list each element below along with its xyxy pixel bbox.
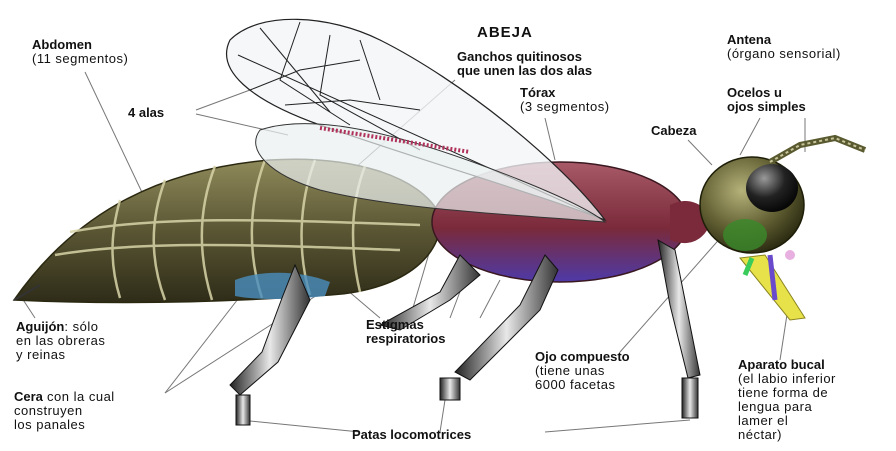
- head-shape: [700, 157, 805, 320]
- label-ocelos-line1: Ocelos u: [727, 86, 806, 100]
- label-ocelos-line2: ojos simples: [727, 100, 806, 114]
- label-ojo-detail2: 6000 facetas: [535, 378, 630, 392]
- label-torax: Tórax (3 segmentos): [520, 86, 610, 114]
- label-cera-detail2: construyen: [14, 404, 115, 418]
- label-ganchos: Ganchos quitinosos que unen las dos alas: [457, 50, 592, 78]
- label-cera: Cera con la cual construyen los panales: [14, 390, 115, 432]
- label-aguijon-detail3: y reinas: [16, 348, 105, 362]
- label-ojo-name: Ojo compuesto: [535, 350, 630, 364]
- label-estigmas-line1: Estigmas: [366, 318, 445, 332]
- label-abdomen-name: Abdomen: [32, 38, 128, 52]
- label-aparato-detail2: tiene forma de: [738, 386, 836, 400]
- label-aparato-name: Aparato bucal: [738, 358, 836, 372]
- label-cera-detail3: los panales: [14, 418, 115, 432]
- label-abdomen: Abdomen (11 segmentos): [32, 38, 128, 66]
- label-aparato-detail3: lengua para: [738, 400, 836, 414]
- label-aparato-detail4: lamer el: [738, 414, 836, 428]
- label-torax-detail: (3 segmentos): [520, 100, 610, 114]
- label-estigmas: Estigmas respiratorios: [366, 318, 445, 346]
- label-ojo-detail1: (tiene unas: [535, 364, 630, 378]
- label-antena-detail: (órgano sensorial): [727, 47, 841, 61]
- antenna-shape: [770, 138, 865, 162]
- label-cabeza: Cabeza: [651, 124, 697, 138]
- label-aguijon-name: Aguijón: [16, 319, 64, 334]
- label-patas: Patas locomotrices: [352, 428, 471, 442]
- label-abdomen-detail: (11 segmentos): [32, 52, 128, 66]
- label-alas: 4 alas: [128, 106, 164, 120]
- label-aguijon: Aguijón: sólo en las obreras y reinas: [16, 320, 105, 362]
- label-antena: Antena (órgano sensorial): [727, 33, 841, 61]
- label-ojo-compuesto: Ojo compuesto (tiene unas 6000 facetas: [535, 350, 630, 392]
- label-aparato-bucal: Aparato bucal (el labio inferior tiene f…: [738, 358, 836, 442]
- diagram-title: ABEJA: [477, 26, 533, 40]
- label-ocelos: Ocelos u ojos simples: [727, 86, 806, 114]
- label-aparato-detail1: (el labio inferior: [738, 372, 836, 386]
- label-ganchos-line1: Ganchos quitinosos: [457, 50, 592, 64]
- label-cera-detail1: con la cual: [43, 389, 115, 404]
- label-cera-name: Cera: [14, 389, 43, 404]
- label-torax-name: Tórax: [520, 86, 610, 100]
- label-estigmas-line2: respiratorios: [366, 332, 445, 346]
- label-antena-name: Antena: [727, 33, 841, 47]
- label-aguijon-detail2: en las obreras: [16, 334, 105, 348]
- label-aguijon-detail1: : sólo: [64, 319, 98, 334]
- label-aparato-detail5: néctar): [738, 428, 836, 442]
- label-ganchos-line2: que unen las dos alas: [457, 64, 592, 78]
